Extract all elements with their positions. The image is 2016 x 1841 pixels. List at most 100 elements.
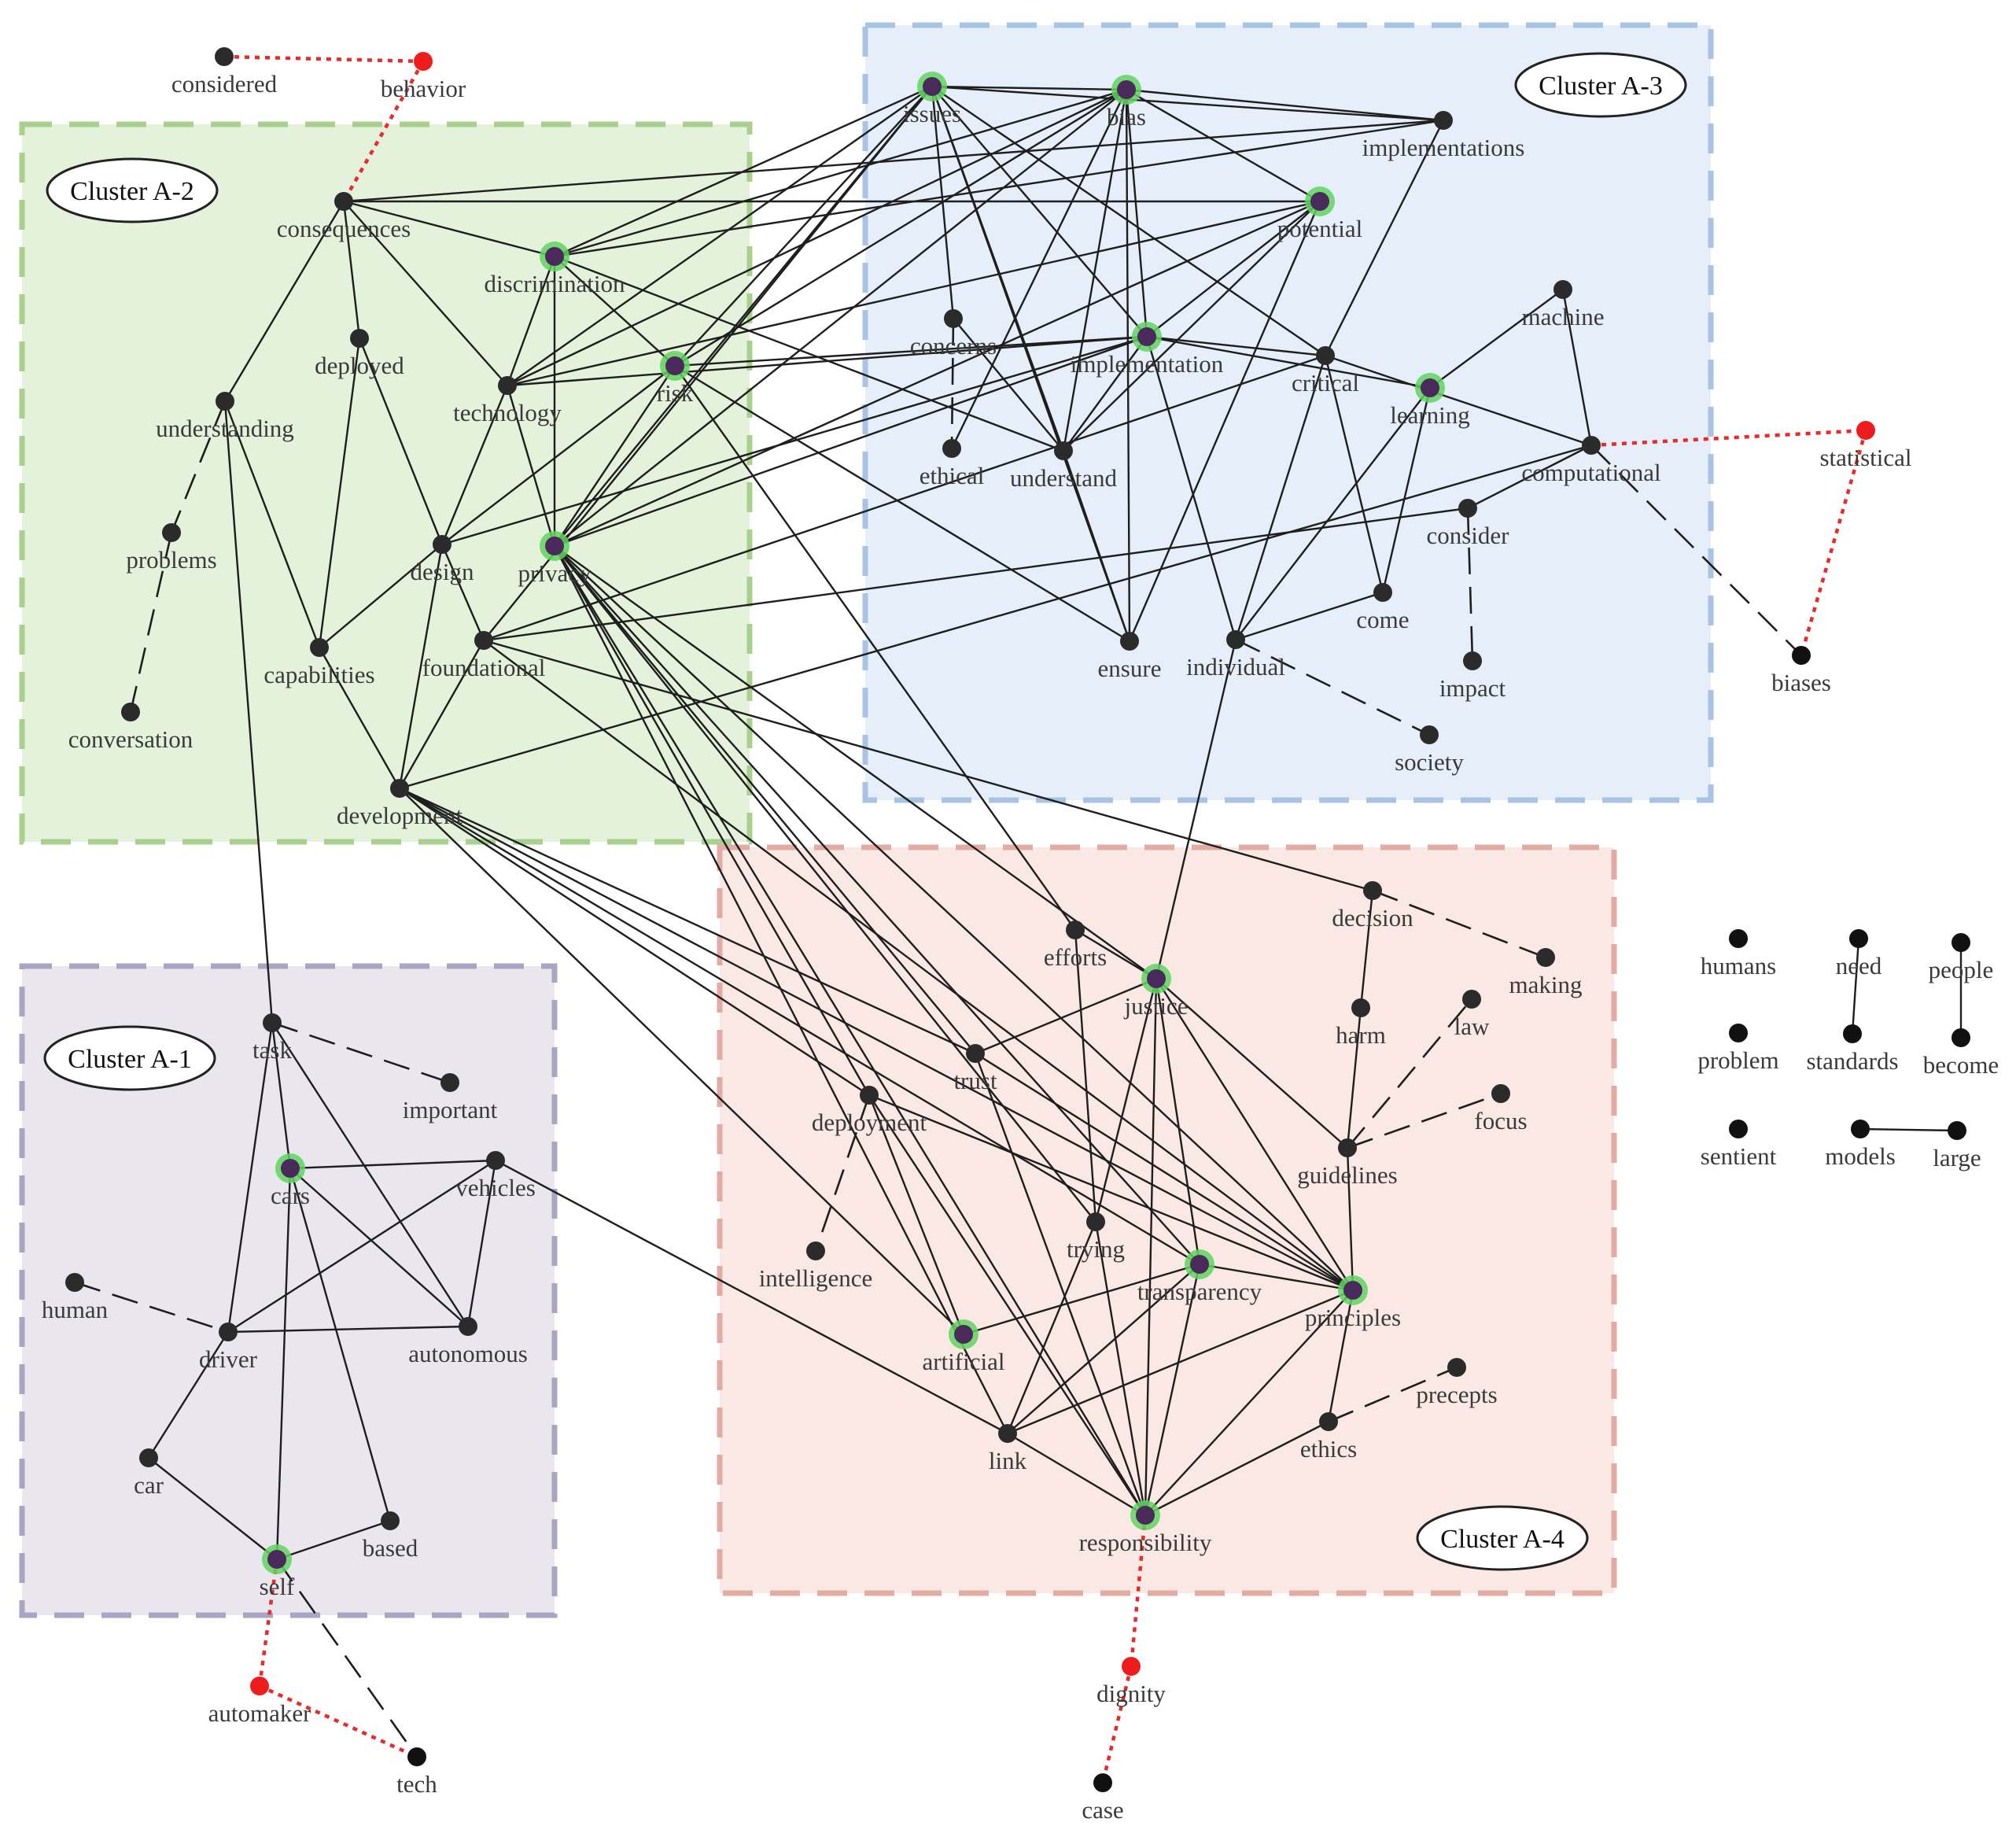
edge-critical-come xyxy=(1324,355,1384,593)
node-privacy[interactable]: privacy xyxy=(518,531,592,587)
node-potential[interactable]: potential xyxy=(1277,186,1362,242)
edge-justice-guidelines xyxy=(1155,978,1348,1149)
node-based[interactable]: based xyxy=(363,1511,418,1562)
node-consider[interactable]: consider xyxy=(1426,499,1509,549)
node-bias[interactable]: bias xyxy=(1107,75,1146,131)
node-issues[interactable]: issues xyxy=(903,72,961,127)
node-focus[interactable]: focus xyxy=(1474,1084,1528,1134)
edge-foundational-consider xyxy=(483,507,1469,642)
node-label-trying: trying xyxy=(1067,1235,1125,1263)
node-car[interactable]: car xyxy=(134,1448,164,1499)
node-people[interactable]: people xyxy=(1929,933,1994,983)
node-ethical[interactable]: ethical xyxy=(920,439,985,489)
node-computational[interactable]: computational xyxy=(1521,436,1661,486)
node-conversation[interactable]: conversation xyxy=(68,703,193,753)
node-self[interactable]: self xyxy=(260,1544,295,1600)
node-implementations[interactable]: implementations xyxy=(1362,111,1525,161)
node-label-problem: problem xyxy=(1697,1046,1778,1074)
node-machine[interactable]: machine xyxy=(1521,280,1605,330)
node-justice[interactable]: justice xyxy=(1124,964,1189,1020)
node-humans[interactable]: humans xyxy=(1701,929,1776,980)
node-problems[interactable]: problems xyxy=(126,523,217,574)
node-large[interactable]: large xyxy=(1933,1121,1981,1171)
node-deployed[interactable]: deployed xyxy=(315,329,404,379)
node-sentient[interactable]: sentient xyxy=(1701,1120,1777,1170)
node-consequences[interactable]: consequences xyxy=(277,192,411,242)
edge-consequences-discrimination xyxy=(343,200,555,258)
node-label-automaker: automaker xyxy=(208,1699,312,1727)
node-models[interactable]: models xyxy=(1825,1120,1896,1170)
node-tech[interactable]: tech xyxy=(396,1747,437,1798)
edge-vehicles-autonomous xyxy=(466,1160,497,1327)
node-label-ethics: ethics xyxy=(1300,1435,1357,1463)
edge-automaker-tech xyxy=(259,1684,418,1759)
node-risk[interactable]: risk xyxy=(657,351,694,407)
node-precepts[interactable]: precepts xyxy=(1416,1358,1498,1408)
node-individual[interactable]: individual xyxy=(1186,630,1285,681)
node-statistical[interactable]: statistical xyxy=(1819,421,1912,471)
node-come[interactable]: come xyxy=(1356,583,1410,633)
node-impact[interactable]: impact xyxy=(1439,651,1506,702)
node-link[interactable]: link xyxy=(989,1424,1027,1474)
node-transparency[interactable]: transparency xyxy=(1137,1249,1262,1305)
node-label-technology: technology xyxy=(453,399,562,426)
edge-responsibility-dignity xyxy=(1129,1514,1148,1667)
node-foundational[interactable]: foundational xyxy=(422,631,546,681)
node-trying[interactable]: trying xyxy=(1067,1212,1125,1263)
node-making[interactable]: making xyxy=(1509,948,1583,998)
node-standards[interactable]: standards xyxy=(1806,1024,1899,1075)
edge-discrimination-risk xyxy=(554,256,676,367)
node-become[interactable]: become xyxy=(1923,1028,1999,1079)
edge-need-standards xyxy=(1851,938,1860,1035)
node-concerns[interactable]: concerns xyxy=(910,309,997,360)
node-considered[interactable]: considered xyxy=(171,47,278,98)
node-task[interactable]: task xyxy=(252,1013,292,1064)
node-cars[interactable]: cars xyxy=(271,1153,310,1209)
node-guidelines[interactable]: guidelines xyxy=(1297,1138,1398,1189)
node-label-large: large xyxy=(1933,1144,1981,1171)
node-autonomous[interactable]: autonomous xyxy=(408,1317,528,1367)
node-understand[interactable]: understand xyxy=(1010,441,1118,492)
node-intelligence[interactable]: intelligence xyxy=(759,1241,873,1292)
node-label-behavior: behavior xyxy=(381,75,466,102)
edge-behavior-consequences xyxy=(342,60,425,203)
edge-guidelines-principles xyxy=(1346,1147,1354,1291)
edge-consequences-deployed xyxy=(342,201,361,339)
node-human[interactable]: human xyxy=(42,1273,109,1323)
node-principles[interactable]: principles xyxy=(1305,1275,1401,1331)
node-efforts[interactable]: efforts xyxy=(1044,920,1107,971)
node-important[interactable]: important xyxy=(403,1073,498,1123)
node-trust[interactable]: trust xyxy=(953,1044,997,1094)
node-society[interactable]: society xyxy=(1395,725,1464,776)
node-law[interactable]: law xyxy=(1454,990,1490,1040)
node-ensure[interactable]: ensure xyxy=(1098,632,1162,682)
node-ethics[interactable]: ethics xyxy=(1300,1412,1357,1463)
node-implementation[interactable]: implementation xyxy=(1071,322,1224,378)
node-dignity[interactable]: dignity xyxy=(1096,1657,1166,1707)
node-driver[interactable]: driver xyxy=(199,1323,258,1373)
edge-bias-implementation xyxy=(1125,89,1148,338)
edge-computational-statistical xyxy=(1590,428,1867,448)
node-discrimination[interactable]: discrimination xyxy=(484,242,625,297)
node-need[interactable]: need xyxy=(1836,929,1882,980)
node-case[interactable]: case xyxy=(1082,1773,1124,1824)
node-capabilities[interactable]: capabilities xyxy=(264,638,375,688)
node-critical[interactable]: critical xyxy=(1292,346,1359,397)
node-vehicles[interactable]: vehicles xyxy=(455,1151,536,1201)
node-decision[interactable]: decision xyxy=(1332,881,1413,932)
node-responsibility[interactable]: responsibility xyxy=(1079,1500,1212,1556)
node-problem[interactable]: problem xyxy=(1697,1024,1779,1074)
node-automaker[interactable]: automaker xyxy=(208,1677,312,1727)
node-development[interactable]: development xyxy=(337,779,463,829)
node-learning[interactable]: learning xyxy=(1390,373,1470,429)
node-understanding[interactable]: understanding xyxy=(156,392,294,442)
node-label-become: become xyxy=(1923,1051,1999,1079)
node-artificial[interactable]: artificial xyxy=(923,1319,1005,1375)
node-technology[interactable]: technology xyxy=(453,376,562,426)
node-label-transparency: transparency xyxy=(1137,1278,1262,1305)
node-harm[interactable]: harm xyxy=(1336,998,1386,1049)
node-deployment[interactable]: deployment xyxy=(812,1086,927,1136)
node-biases[interactable]: biases xyxy=(1771,646,1831,696)
node-behavior[interactable]: behavior xyxy=(381,52,466,102)
node-design[interactable]: design xyxy=(411,535,474,585)
